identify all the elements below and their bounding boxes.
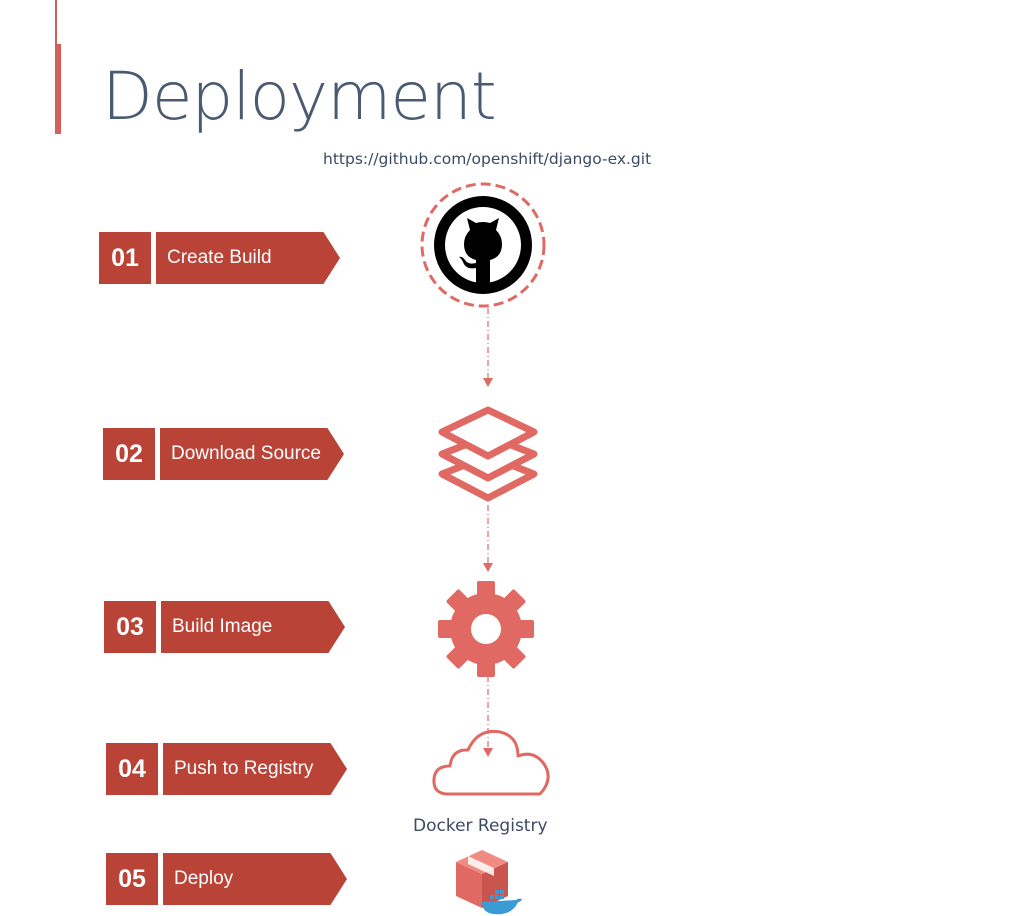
step-label: Build Image	[161, 601, 345, 653]
gear-icon	[438, 581, 534, 677]
step-label: Create Build	[156, 232, 340, 284]
step-label: Download Source	[160, 428, 344, 480]
step-number: 05	[106, 853, 158, 905]
page-title: Deployment	[102, 58, 497, 135]
cloud-icon	[432, 729, 550, 796]
step-number: 01	[99, 232, 151, 284]
docker-whale-icon	[482, 890, 522, 915]
repo-url: https://github.com/openshift/django-ex.g…	[323, 150, 652, 168]
step-number: 03	[104, 601, 156, 653]
step-label: Push to Registry	[163, 743, 347, 795]
step-number: 04	[106, 743, 158, 795]
step-number: 02	[103, 428, 155, 480]
accent-bar	[55, 44, 61, 134]
layers-icon	[438, 406, 538, 502]
step-label: Deploy	[163, 853, 347, 905]
registry-label: Docker Registry	[413, 816, 548, 836]
github-icon	[420, 182, 546, 308]
package-icon	[456, 850, 522, 915]
accent-bar	[55, 0, 57, 44]
